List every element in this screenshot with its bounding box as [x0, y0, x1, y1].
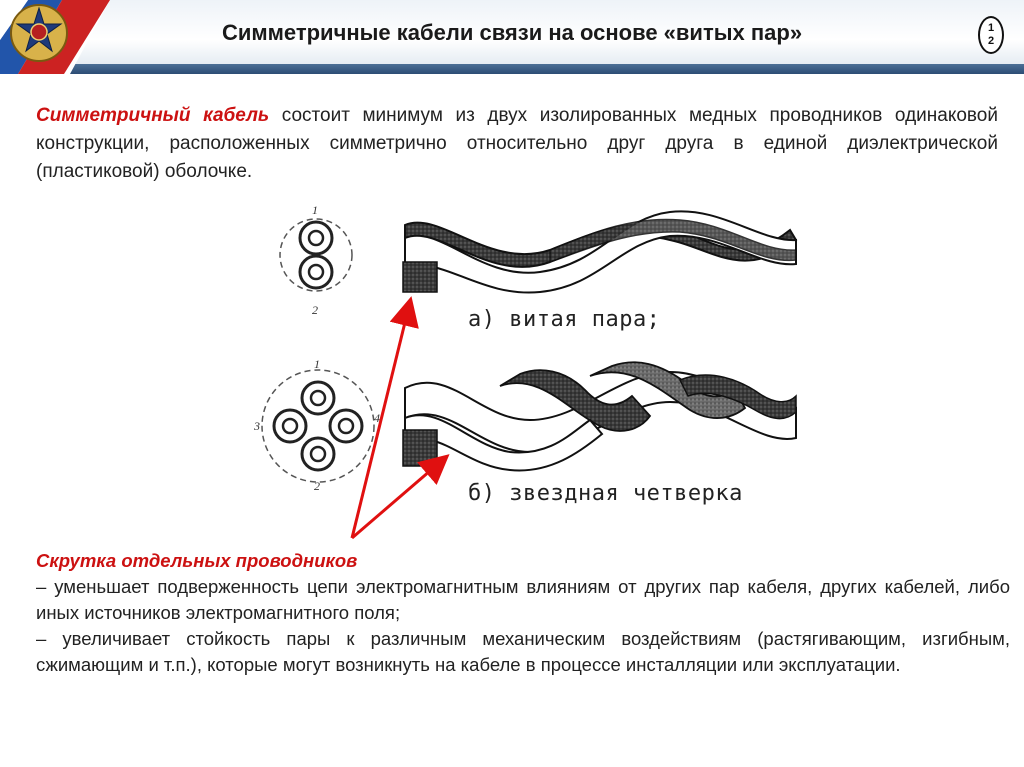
pair-label-1: 1	[312, 203, 318, 217]
pair-label-2: 2	[312, 303, 318, 317]
header-band	[0, 64, 1024, 74]
pair-caption: а) витая пара;	[468, 307, 660, 332]
arrow-to-pair	[350, 296, 419, 539]
twist-point-1: – уменьшает подверженность цепи электром…	[36, 576, 1010, 623]
page-number-badge: 1 2	[978, 16, 1004, 54]
cable-figure: 1 2 а) витая пара; 1 2 3 4 б) звездная ч…	[253, 203, 798, 540]
emblem-icon	[10, 4, 68, 62]
intro-text: состоит минимум из двух изолированных ме…	[36, 105, 998, 182]
arrow-to-quad	[351, 454, 450, 540]
intro-paragraph: Симметричный кабель состоит минимум из д…	[36, 102, 998, 186]
page-number-bottom: 2	[987, 35, 995, 47]
twist-point-2: – увеличивает стойкость пары к различным…	[36, 628, 1010, 675]
slide-title: Симметричные кабели связи на основе «вит…	[221, 20, 803, 45]
twisted-pair-drawing	[402, 210, 798, 294]
intro-term: Симметричный кабель	[36, 105, 270, 126]
twist-heading: Скрутка отдельных проводников	[36, 550, 358, 571]
quad-label-4: 4	[374, 411, 380, 425]
pair-cross-section	[279, 218, 353, 292]
quad-label-3: 3	[253, 419, 260, 433]
star-quad-drawing	[402, 361, 797, 472]
twist-section: Скрутка отдельных проводников – уменьшае…	[36, 548, 1010, 678]
quad-caption: б) звездная четверка	[468, 481, 743, 506]
quad-cross-section	[261, 369, 375, 483]
quad-label-2: 2	[314, 479, 320, 493]
page-number-top: 1	[987, 22, 995, 34]
quad-label-1: 1	[314, 357, 320, 371]
